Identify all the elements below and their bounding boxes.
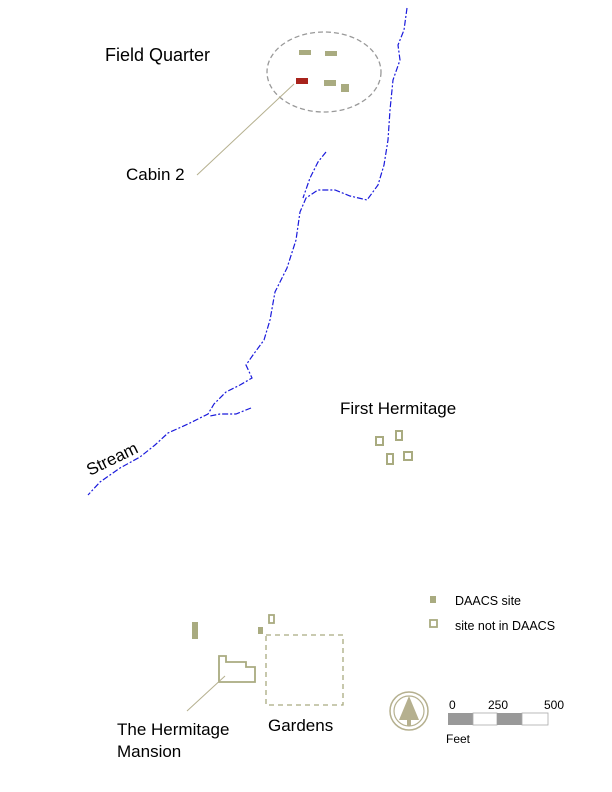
cabin-2-leader [196,83,295,176]
cabin-2-site[interactable] [296,78,308,84]
scale-bar [448,712,549,726]
scale-tick-250: 250 [488,698,508,712]
scale-tick-500: 500 [544,698,564,712]
label-first-hermitage: First Hermitage [340,399,456,418]
stream-branch [302,151,327,199]
non-daacs-site[interactable] [395,430,403,441]
daacs-site[interactable] [324,80,336,86]
mansion-leader [186,675,226,712]
scale-unit: Feet [446,732,471,746]
gardens-boundary[interactable] [265,634,344,706]
label-mansion-line2: Mansion [117,742,181,761]
daacs-site[interactable] [341,84,349,92]
label-stream: Stream [83,438,141,479]
stream-branch [209,407,252,417]
legend-daacs-label: DAACS site [455,594,521,608]
non-daacs-site[interactable] [403,451,413,461]
legend-daacs-swatch [430,596,436,603]
non-daacs-site[interactable] [268,614,275,624]
daacs-site[interactable] [192,622,198,639]
daacs-site[interactable] [299,50,311,55]
stream-line [87,7,408,496]
daacs-site[interactable] [258,627,263,634]
label-field-quarter: Field Quarter [105,45,210,65]
scale-tick-0: 0 [449,698,456,712]
label-gardens: Gardens [268,716,333,735]
label-cabin-2: Cabin 2 [126,165,185,184]
hermitage-mansion-outline[interactable] [218,655,256,683]
non-daacs-site[interactable] [386,453,394,465]
north-arrow-icon [389,691,429,731]
label-mansion-line1: The Hermitage [117,720,229,739]
daacs-site[interactable] [325,51,337,56]
non-daacs-site[interactable] [375,436,384,446]
legend-non-daacs-label: site not in DAACS [455,619,555,633]
legend-non-daacs-swatch [429,619,438,628]
field-quarter-boundary [266,31,382,113]
